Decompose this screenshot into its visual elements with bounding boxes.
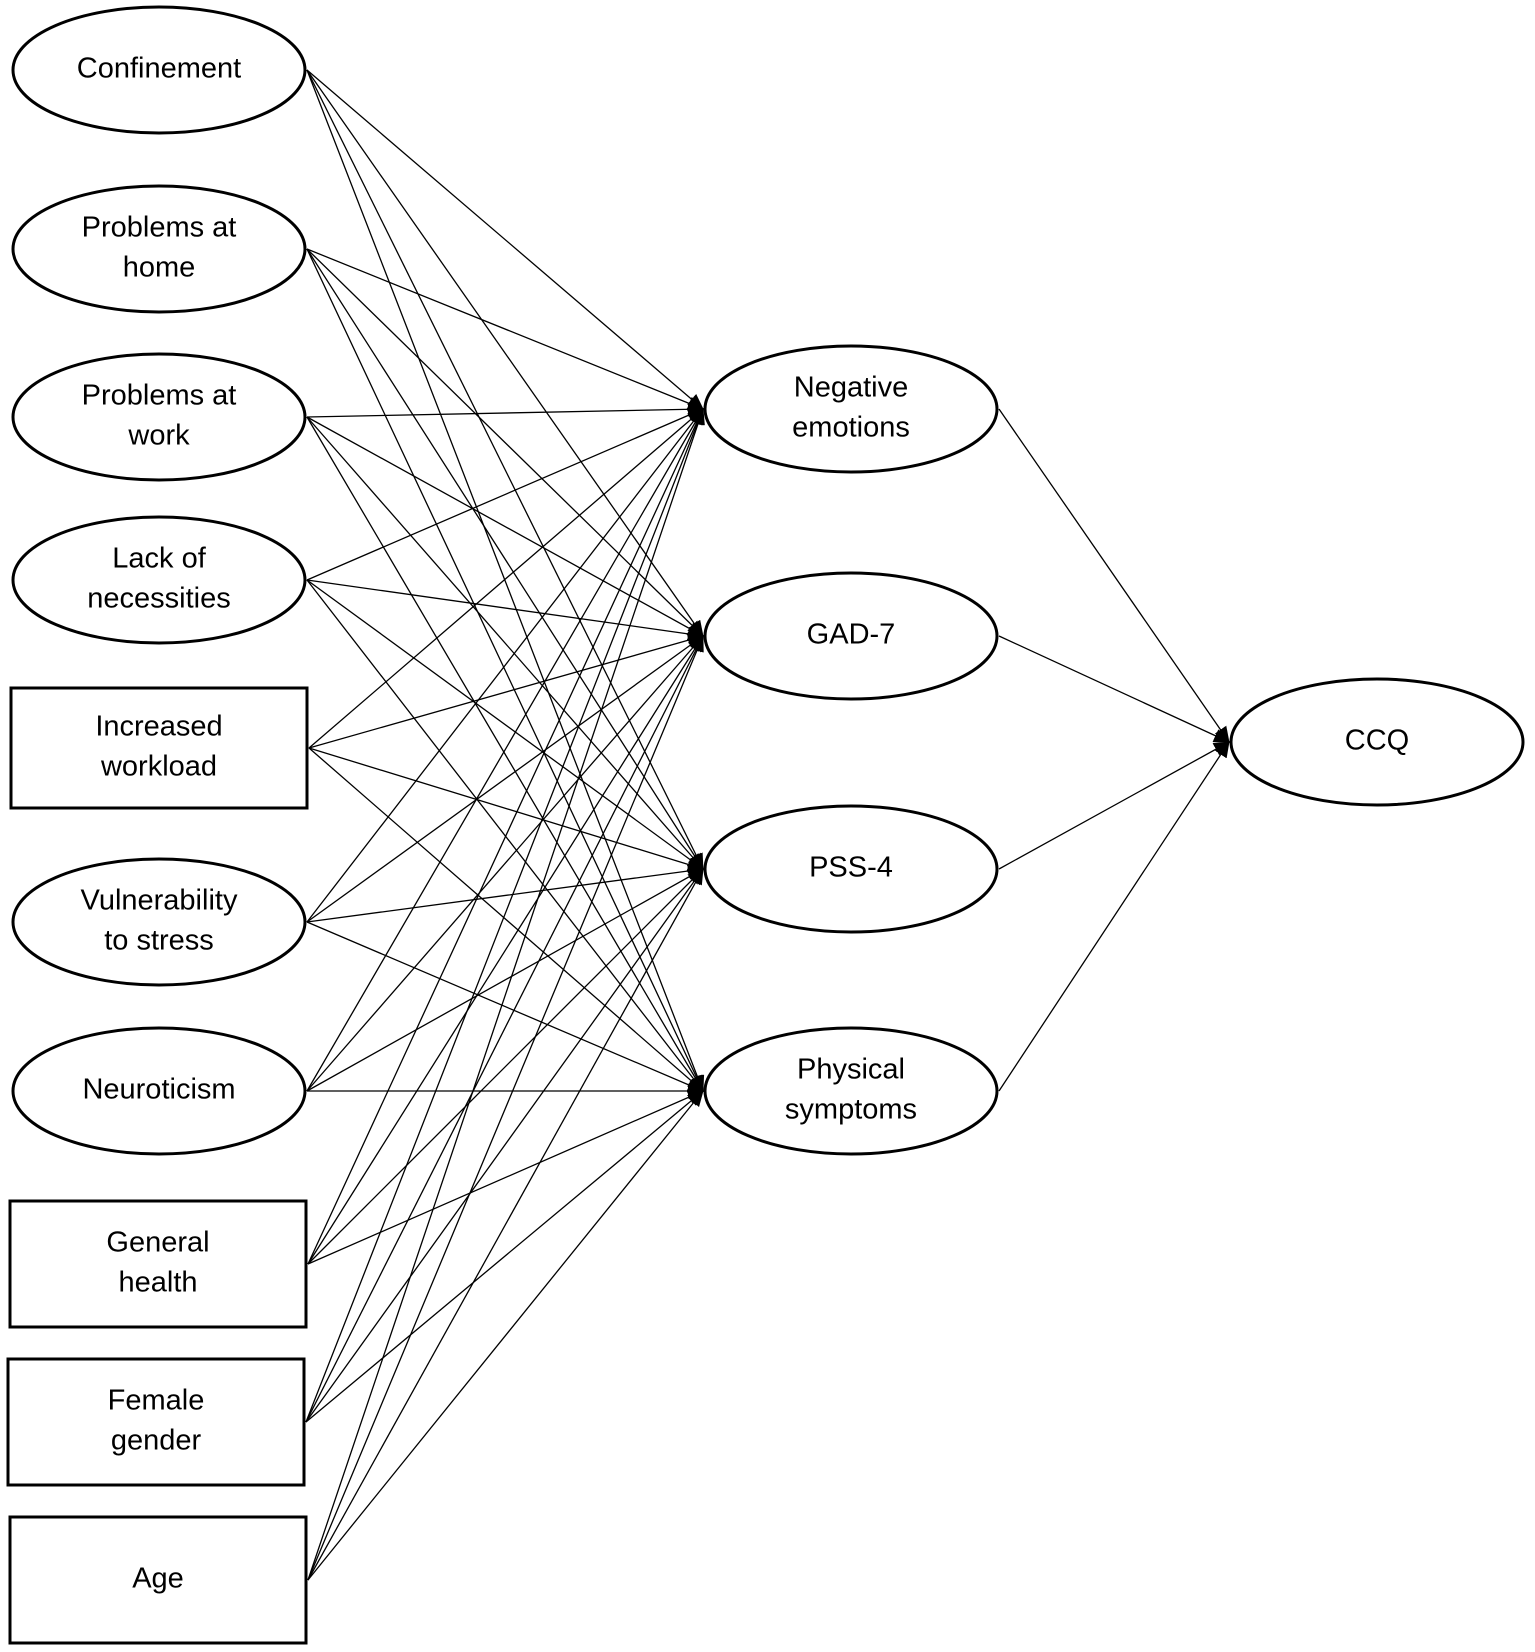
arrow-confinement-to-gad7 (306, 69, 704, 637)
node-box-age (8, 1515, 308, 1645)
node-ellipse-physical-symptoms (703, 1026, 999, 1156)
node-box-female-gender (6, 1357, 306, 1487)
node-label-lack-necessities: Lack of (112, 543, 206, 575)
node-ellipse-gad7 (703, 571, 999, 701)
node-increased-workload: Increased workload (9, 686, 309, 810)
node-label-increased-workload: Increased (95, 711, 222, 743)
node-negative-emotions: Negative emotions (703, 344, 999, 474)
arrow-general-health-to-negative-emotions (307, 408, 704, 1265)
node-label-general-health: General (106, 1227, 209, 1259)
node-label-female-gender: gender (111, 1425, 202, 1457)
node-ellipse-vulnerability-stress (11, 857, 307, 987)
arrow-problems-work-to-gad7 (306, 416, 704, 637)
arrow-vulnerability-stress-to-gad7 (306, 635, 704, 923)
arrow-physical-symptoms-to-ccq (998, 741, 1230, 1092)
arrow-increased-workload-to-gad7 (308, 633, 704, 749)
arrow-vulnerability-stress-to-pss4 (306, 864, 704, 923)
node-label-increased-workload: workload (100, 751, 217, 783)
arrow-vulnerability-stress-to-physical-symptoms (306, 921, 704, 1092)
node-physical-symptoms: Physical symptoms (703, 1026, 999, 1156)
node-problems-work: Problems at work (11, 352, 307, 482)
node-label-confinement: Confinement (77, 53, 241, 85)
node-ellipse-ccq (1229, 677, 1525, 807)
arrow-increased-workload-to-negative-emotions (308, 408, 704, 749)
arrow-general-health-to-physical-symptoms (307, 1090, 704, 1265)
arrow-problems-home-to-physical-symptoms (306, 248, 704, 1092)
arrow-neuroticism-to-pss4 (306, 868, 704, 1092)
node-label-age: Age (132, 1563, 184, 1595)
arrow-confinement-to-negative-emotions (306, 69, 704, 410)
arrow-increased-workload-to-physical-symptoms (308, 747, 704, 1092)
node-lack-necessities: Lack of necessities (11, 515, 307, 645)
node-label-problems-home: Problems at (82, 212, 237, 244)
node-ellipse-confinement (11, 5, 307, 135)
node-pss4: PSS-4 (703, 804, 999, 934)
node-box-increased-workload (9, 686, 309, 810)
arrow-lack-necessities-to-gad7 (306, 579, 704, 641)
arrow-problems-home-to-gad7 (306, 248, 704, 637)
arrow-female-gender-to-physical-symptoms (305, 1090, 704, 1423)
arrow-age-to-pss4 (307, 868, 704, 1581)
node-label-female-gender: Female (108, 1385, 205, 1417)
node-ellipse-lack-necessities (11, 515, 307, 645)
arrow-general-health-to-pss4 (307, 868, 704, 1265)
arrow-neuroticism-to-gad7 (306, 635, 704, 1092)
node-label-neuroticism: Neuroticism (82, 1074, 235, 1106)
node-label-problems-home: home (123, 252, 196, 284)
node-label-general-health: health (118, 1267, 197, 1299)
node-confinement: Confinement (11, 5, 307, 135)
node-ellipse-problems-home (11, 184, 307, 314)
arrow-general-health-to-gad7 (307, 635, 704, 1265)
node-gad7: GAD-7 (703, 571, 999, 701)
node-ccq: CCQ (1229, 677, 1525, 807)
node-problems-home: Problems at home (11, 184, 307, 314)
node-label-physical-symptoms: Physical (797, 1054, 905, 1086)
arrow-age-to-gad7 (307, 635, 704, 1581)
node-label-ccq: CCQ (1345, 725, 1409, 757)
node-label-lack-necessities: necessities (87, 583, 230, 615)
edges-layer (305, 69, 1230, 1581)
arrow-confinement-to-pss4 (306, 69, 704, 870)
arrow-increased-workload-to-pss4 (308, 747, 704, 872)
arrow-age-to-negative-emotions (307, 408, 705, 1581)
arrow-problems-work-to-pss4 (306, 416, 704, 870)
arrow-gad7-to-ccq (998, 635, 1230, 743)
arrow-problems-home-to-negative-emotions (306, 248, 704, 410)
node-label-vulnerability-stress: to stress (104, 925, 214, 957)
node-vulnerability-stress: Vulnerability to stress (11, 857, 307, 987)
node-label-problems-work: work (127, 420, 190, 452)
arrow-lack-necessities-to-negative-emotions (306, 408, 704, 581)
node-box-general-health (8, 1199, 308, 1329)
node-female-gender: Female gender (6, 1357, 306, 1487)
node-label-physical-symptoms: symptoms (785, 1094, 917, 1126)
node-neuroticism: Neuroticism (11, 1026, 307, 1156)
arrow-female-gender-to-pss4 (305, 868, 704, 1423)
node-general-health: General health (8, 1199, 308, 1329)
arrow-age-to-physical-symptoms (307, 1090, 704, 1581)
arrow-neuroticism-to-negative-emotions (306, 408, 704, 1092)
arrow-confinement-to-physical-symptoms (306, 69, 705, 1092)
node-ellipse-pss4 (703, 804, 999, 934)
node-label-negative-emotions: Negative (794, 372, 908, 404)
arrow-female-gender-to-negative-emotions (305, 408, 705, 1423)
node-age: Age (8, 1515, 308, 1645)
node-ellipse-neuroticism (11, 1026, 307, 1156)
node-ellipse-problems-work (11, 352, 307, 482)
node-label-gad7: GAD-7 (807, 619, 896, 651)
node-label-problems-work: Problems at (82, 380, 237, 412)
arrow-vulnerability-stress-to-negative-emotions (306, 408, 704, 923)
arrow-problems-work-to-physical-symptoms (306, 416, 704, 1092)
node-label-pss4: PSS-4 (809, 852, 893, 884)
arrow-lack-necessities-to-physical-symptoms (306, 579, 704, 1092)
node-label-negative-emotions: emotions (792, 412, 910, 444)
arrow-negative-emotions-to-ccq (998, 408, 1230, 743)
arrow-female-gender-to-gad7 (305, 635, 704, 1423)
arrow-lack-necessities-to-pss4 (306, 579, 704, 870)
arrow-pss4-to-ccq (998, 741, 1230, 870)
node-ellipse-negative-emotions (703, 344, 999, 474)
node-label-vulnerability-stress: Vulnerability (81, 885, 238, 917)
arrow-problems-work-to-negative-emotions (306, 402, 704, 418)
